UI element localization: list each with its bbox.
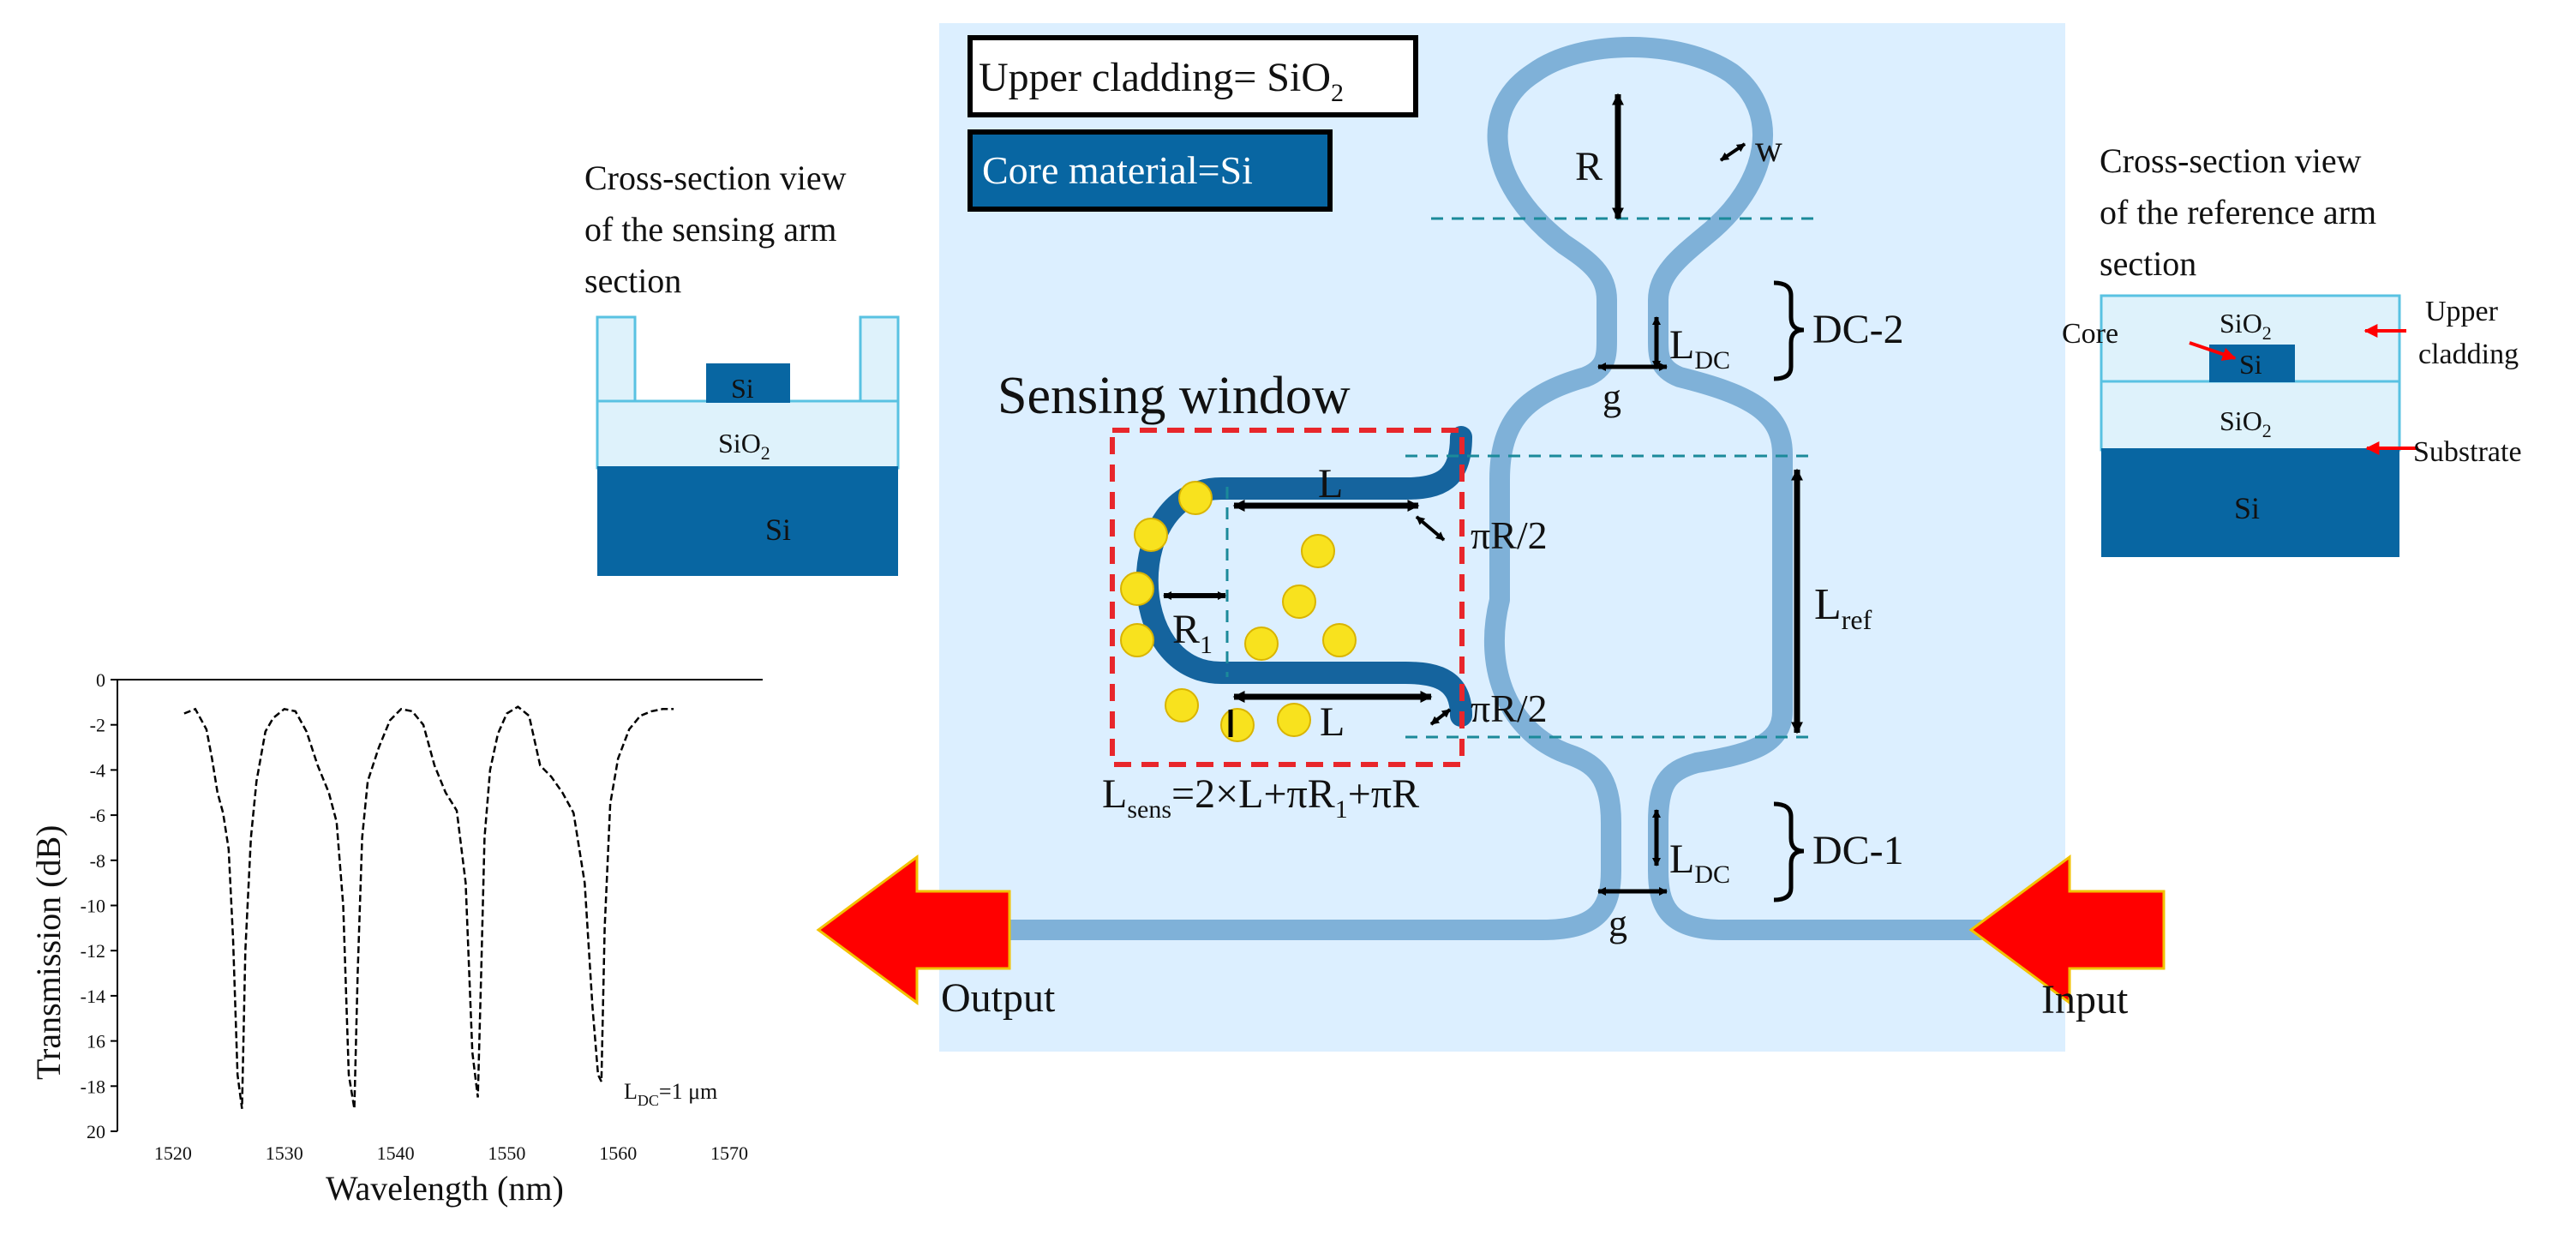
dc2-length-label: LDC (1669, 322, 1730, 375)
right-lower-cladding-label: SiO2 (2220, 405, 2272, 441)
input-arrow (1968, 854, 2166, 1005)
sensing-length-equation: Lsens=2×L+πR1+πR (1102, 771, 1419, 824)
right-upper-cladding-label: SiO2 (2220, 308, 2272, 344)
reference-waveguide (999, 37, 1990, 940)
upper-cladding-label: Upper cladding= SiO2 (979, 55, 1344, 107)
y-tick-label: -18 (81, 1076, 105, 1097)
x-tick-label: 1560 (599, 1142, 637, 1164)
particle (1178, 481, 1213, 515)
particle (1301, 534, 1335, 568)
particle (1220, 708, 1255, 742)
dc1-brace (1773, 801, 1805, 902)
left-cladding-label: SiO2 (718, 428, 770, 464)
right-core-annotation: Core (2062, 318, 2118, 350)
gap-label-bottom: g (1609, 902, 1627, 944)
x-tick-label: 1550 (488, 1142, 525, 1164)
right-annotation-arrows (2189, 324, 2418, 455)
dc1-length-label: LDC (1669, 836, 1730, 889)
right-cross-section (2100, 294, 2401, 557)
chart-y-label: Transmission (dB) (29, 825, 68, 1080)
bend-radius-label: R1 (1172, 607, 1213, 659)
top-bend-label: πR/2 (1471, 513, 1548, 557)
core-material-box (967, 129, 1333, 212)
x-tick-label: 1530 (266, 1142, 303, 1164)
y-tick-label: -14 (81, 986, 105, 1007)
chart-x-label: Wavelength (nm) (326, 1169, 564, 1208)
y-tick-label: 0 (96, 669, 105, 691)
particle (1134, 518, 1168, 552)
dc1-label: DC-1 (1812, 828, 1904, 873)
top-straight-length-label: L (1318, 461, 1343, 507)
output-label: Output (941, 975, 1056, 1021)
particle (1120, 572, 1154, 606)
output-arrow (816, 854, 1011, 1005)
particle (1322, 623, 1357, 657)
y-tick-label: -2 (90, 715, 105, 736)
particle (1165, 688, 1199, 722)
bottom-straight-length-label: L (1320, 699, 1345, 745)
guide-lines (1225, 217, 1817, 739)
dimension-arrows (1163, 93, 1803, 896)
chart-annotation: LDC=1 μm (624, 1079, 717, 1109)
right-core-label: Si (2239, 349, 2262, 380)
right-substrate-annotation: Substrate (2413, 436, 2522, 468)
width-label: w (1755, 128, 1782, 170)
bottom-bend-label: πR/2 (1471, 686, 1548, 730)
dc2-brace (1773, 280, 1805, 381)
y-tick-label: 16 (87, 1031, 105, 1052)
upper-cladding-box (967, 35, 1418, 117)
right-cross-section-title: Cross-section view of the reference arm … (2100, 141, 2385, 283)
y-tick-label: -4 (90, 759, 105, 781)
dc2-label: DC-2 (1812, 307, 1904, 352)
left-cross-section (596, 315, 900, 576)
sensing-window-title: Sensing window (997, 367, 1351, 425)
particle (1244, 626, 1279, 661)
input-label: Input (2041, 977, 2129, 1022)
transmission-chart: 0 -2 -4 -6 -8 -10 -12 -14 16 -18 20 1520 1530 1540 15… (29, 669, 763, 1208)
left-substrate-label: Si (765, 513, 791, 547)
gap-label-top: g (1603, 376, 1621, 418)
y-tick-label: -8 (90, 850, 105, 872)
particle (1277, 703, 1311, 737)
y-tick-label: 20 (87, 1121, 105, 1142)
particle (1120, 623, 1154, 657)
transmission-curve (183, 705, 674, 1109)
core-material-label: Core material=Si (982, 148, 1253, 192)
sensing-window-frame (1110, 428, 1465, 767)
y-tick-label: -6 (90, 805, 105, 826)
y-tick-label: -12 (81, 940, 105, 962)
particle (1282, 585, 1316, 619)
left-core-label: Si (731, 373, 754, 404)
x-tick-label: 1570 (710, 1142, 748, 1164)
left-cross-section-title: Cross-section view of the sensing arm se… (584, 159, 855, 300)
ref-length-label: Lref (1814, 580, 1872, 635)
right-substrate-label: Si (2234, 491, 2260, 525)
y-tick-label: -10 (81, 896, 105, 917)
x-tick-label: 1540 (377, 1142, 415, 1164)
right-upper-annotation: Upper cladding (2418, 296, 2519, 370)
ring-radius-label: R (1575, 144, 1603, 189)
x-tick-label: 1520 (154, 1142, 192, 1164)
